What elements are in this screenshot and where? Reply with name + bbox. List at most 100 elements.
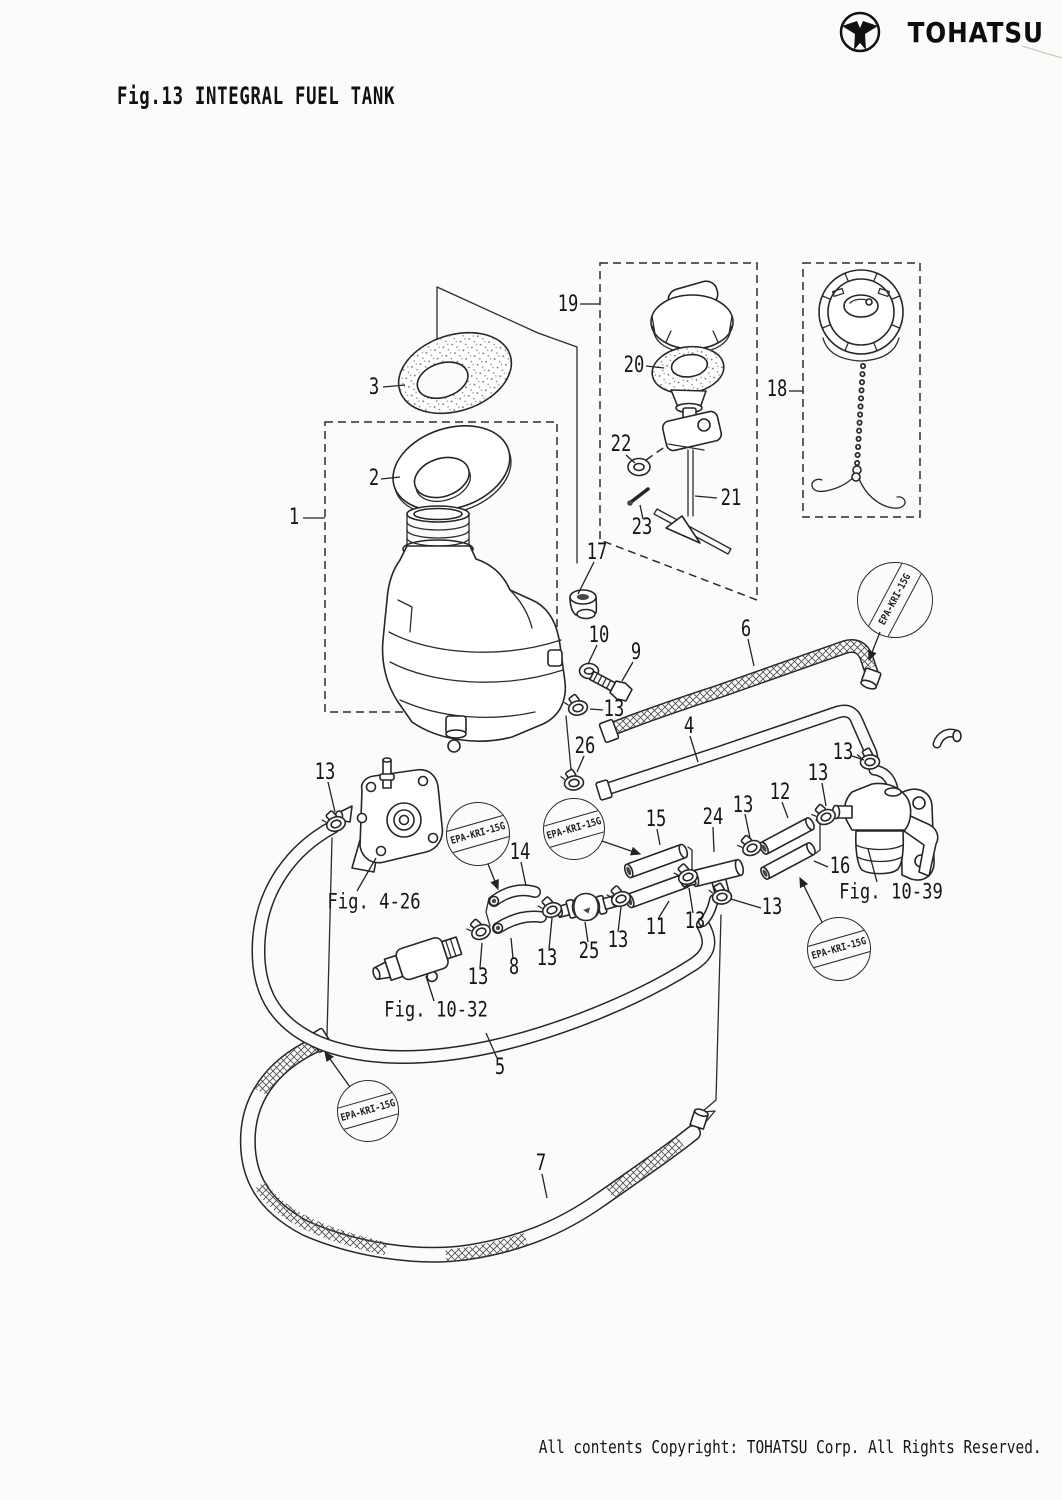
part-number-label: 13: [467, 965, 489, 990]
part-number-label: 21: [720, 486, 742, 511]
page-title: Fig.13 INTEGRAL FUEL TANK: [117, 82, 396, 110]
grommet-17: [569, 589, 598, 620]
epa-approval-label: EPA-KRI-15G: [337, 1080, 399, 1142]
leader-line: [688, 887, 694, 914]
hose-7-fitting: [689, 1108, 709, 1130]
epa-approval-text: EPA-KRI-15G: [449, 820, 507, 848]
part-number-label: 7: [535, 1151, 547, 1176]
figure-ref-label: Fig. 10-32: [384, 997, 488, 1022]
leader-line: [645, 365, 665, 369]
part-number-label: 8: [508, 955, 520, 980]
epa-arrow: [324, 1050, 351, 1088]
epa-arrow: [799, 876, 823, 923]
leader-line: [327, 781, 336, 813]
leader-line: [851, 755, 865, 761]
leader-line: [577, 561, 595, 595]
leader-line: [587, 644, 598, 665]
epa-approval-text: EPA-KRI-15G: [339, 1097, 397, 1125]
epa-approval-text: EPA-KRI-15G: [545, 815, 603, 843]
epa-approval-label: EPA-KRI-15G: [543, 798, 605, 860]
epa-arrow: [868, 631, 881, 662]
leader-line: [584, 921, 589, 943]
part-number-label: 16: [829, 854, 851, 879]
part-number-label: 26: [574, 734, 596, 759]
figure-ref-label: Fig. 4-26: [327, 889, 421, 914]
part-number-label: 13: [761, 895, 783, 920]
part-number-label: 12: [769, 780, 791, 805]
epa-arrows: [324, 631, 881, 1088]
part-number-label: 6: [740, 617, 752, 642]
part-number-label: 13: [607, 928, 629, 953]
epa-approval-label: EPA-KRI-15G: [807, 917, 871, 981]
part-number-label: 22: [610, 432, 632, 457]
part-number-label: 17: [586, 540, 608, 565]
leader-line: [520, 861, 527, 887]
leader-line: [589, 708, 604, 711]
leader-line: [867, 848, 878, 883]
part-number-label: 13: [732, 793, 754, 818]
leader-line: [541, 1173, 548, 1199]
washer-22: [627, 457, 651, 477]
leader-line: [621, 661, 634, 682]
leader-line: [657, 900, 670, 920]
leader-line: [576, 755, 585, 773]
fuel-pump: [334, 757, 444, 873]
hose-14-8: [485, 884, 547, 934]
epa-approval-text: EPA-KRI-15G: [810, 935, 868, 963]
part-number-label: 13: [536, 946, 558, 971]
leader-line: [730, 898, 762, 909]
construction-lines: [326, 45, 1062, 1131]
leader-line: [781, 801, 789, 819]
part-number-label: 18: [766, 377, 788, 402]
hose-6: [598, 639, 882, 744]
part-number-label: 20: [623, 353, 645, 378]
part-number-label: 5: [494, 1055, 506, 1080]
part-number-label: 15: [645, 807, 667, 832]
fuel-tank-1: [381, 505, 567, 753]
leader-line: [694, 495, 718, 499]
copyright-footer: All contents Copyright: TOHATSU Corp. Al…: [539, 1437, 1042, 1458]
leader-line: [510, 937, 514, 959]
part-number-label: 19: [557, 292, 579, 317]
tohatsu-wing-icon: [839, 11, 881, 53]
leader-line: [382, 384, 406, 388]
leader-line: [689, 735, 699, 763]
part-number-label: 25: [578, 939, 600, 964]
epa-approval-label: EPA-KRI-15G: [857, 562, 933, 638]
leader-line: [479, 942, 483, 969]
hose-5: [251, 820, 716, 1064]
part-number-label: 10: [588, 623, 610, 648]
part-number-label: 13: [807, 761, 829, 786]
foam-seal-3: [397, 331, 513, 415]
part-number-label: 11: [645, 915, 667, 940]
part-number-label: 3: [368, 375, 380, 400]
part-number-label: 13: [832, 740, 854, 765]
group-box-18: [802, 262, 921, 518]
plate-2: [392, 424, 512, 515]
part-number-label: 13: [603, 697, 625, 722]
part-number-label: 9: [630, 640, 642, 665]
leader-line: [380, 476, 401, 480]
leader-lines: [303, 303, 878, 1199]
leader-line: [625, 454, 636, 464]
part-number-label: 14: [509, 840, 531, 865]
part-number-label: 4: [683, 714, 695, 739]
bolt-9: [588, 670, 633, 702]
fuel-connector: [372, 936, 463, 983]
part-number-label: 1: [288, 505, 300, 530]
leader-line: [425, 975, 435, 1002]
pin-23: [627, 487, 650, 506]
leader-line: [821, 782, 827, 807]
brand-name: TOHATSU: [907, 15, 1044, 49]
spare-cap-18: [811, 269, 906, 509]
leader-line: [639, 504, 644, 520]
hose-7: [239, 1027, 709, 1263]
epa-arrow: [601, 840, 642, 856]
part-number-label: 24: [702, 805, 724, 830]
leader-line: [712, 826, 715, 853]
brand-logo: TOHATSU: [838, 10, 1044, 54]
part-number-label: 2: [368, 466, 380, 491]
part-number-label: 13: [684, 909, 706, 934]
